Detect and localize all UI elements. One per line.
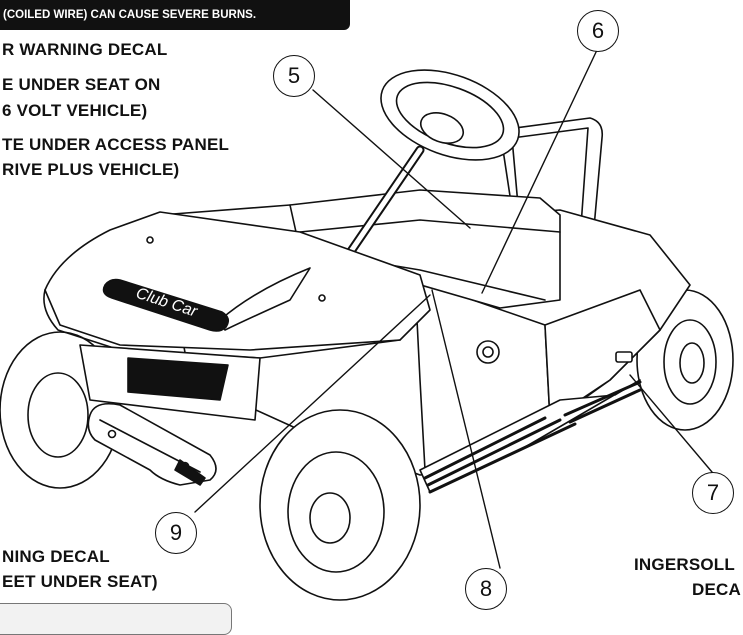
callout-8: 8 — [465, 568, 507, 610]
callout-6: 6 — [577, 10, 619, 52]
front-cowl: Club Car — [43, 211, 431, 359]
callout-9: 9 — [155, 512, 197, 554]
front-bumper — [79, 344, 261, 486]
steering — [340, 69, 520, 265]
note-box — [0, 603, 232, 635]
golf-cart-illustration: Club Car — [0, 49, 734, 601]
label-bottom-left-2: EET UNDER SEAT) — [2, 572, 158, 591]
callout-5: 5 — [273, 55, 315, 97]
label-bottom-right-1: INGERSOLL — [634, 555, 735, 574]
front-wheel-right — [259, 409, 421, 601]
label-bottom-left-1: NING DECAL — [2, 547, 110, 566]
label-bottom-right-2: DECA — [692, 580, 741, 599]
seat-cushion — [289, 189, 561, 309]
label-top-3: 6 VOLT VEHICLE) — [2, 101, 148, 120]
label-top-5: RIVE PLUS VEHICLE) — [2, 160, 180, 179]
leader-lines — [194, 49, 713, 569]
warning-banner: (COILED WIRE) CAN CAUSE SEVERE BURNS. — [0, 0, 350, 30]
label-top-2: E UNDER SEAT ON — [2, 75, 161, 94]
label-top-4: TE UNDER ACCESS PANEL — [2, 135, 230, 154]
callout-7: 7 — [692, 472, 734, 514]
label-top-1: R WARNING DECAL — [2, 40, 168, 59]
